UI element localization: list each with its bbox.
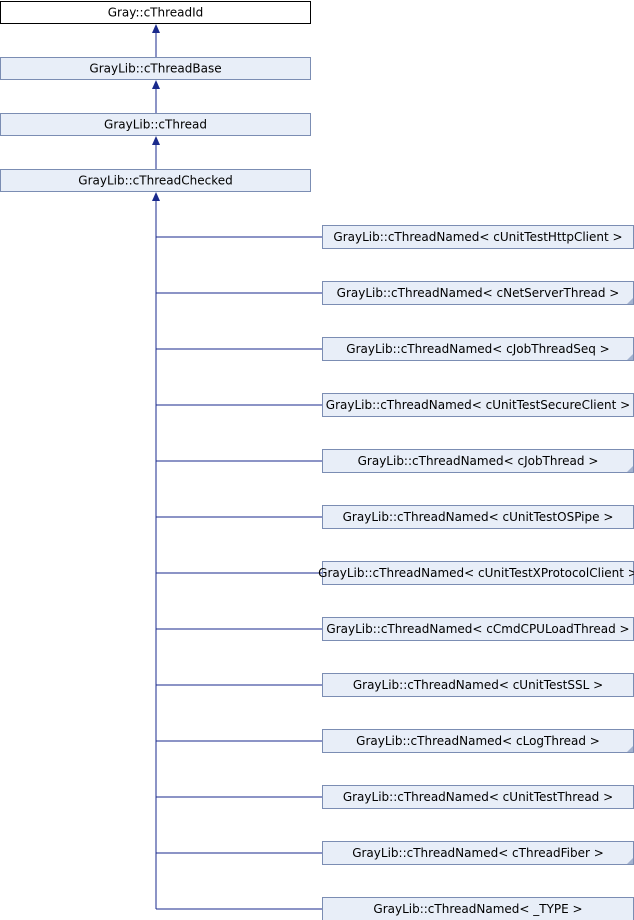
derived-class-node[interactable]: GrayLib::cThreadNamed< cNetServerThread … <box>322 281 634 305</box>
class-label: GrayLib::cThreadChecked <box>78 174 232 188</box>
class-box <box>0 1 311 24</box>
class-node-cthreadbase[interactable]: GrayLib::cThreadBase <box>0 57 311 80</box>
class-label: GrayLib::cThreadNamed< cJobThreadSeq > <box>346 342 609 356</box>
fold-marker-icon <box>627 354 633 360</box>
derived-class-node[interactable]: GrayLib::cThreadNamed< cUnitTestXProtoco… <box>318 561 634 585</box>
class-label: GrayLib::cThreadNamed< _TYPE > <box>373 902 582 916</box>
inheritance-arrow-icon <box>152 136 160 145</box>
derived-class-node[interactable]: GrayLib::cThreadNamed< cUnitTestOSPipe > <box>322 505 634 529</box>
derived-class-node[interactable]: GrayLib::cThreadNamed< cJobThread > <box>322 449 634 473</box>
derived-class-node[interactable]: GrayLib::cThreadNamed< cJobThreadSeq > <box>322 337 634 361</box>
class-label: GrayLib::cThreadNamed< cLogThread > <box>356 734 600 748</box>
class-node-cthreadid[interactable]: Gray::cThreadId <box>0 1 311 24</box>
inheritance-arrow-icon <box>152 192 160 201</box>
fold-marker-icon <box>627 298 633 304</box>
class-label: GrayLib::cThreadNamed< cUnitTestXProtoco… <box>318 566 634 580</box>
class-label: GrayLib::cThreadNamed< cCmdCPULoadThread… <box>326 622 629 636</box>
class-label: GrayLib::cThreadNamed< cJobThread > <box>358 454 599 468</box>
class-label: GrayLib::cThreadNamed< cThreadFiber > <box>352 846 604 860</box>
class-label: GrayLib::cThreadNamed< cNetServerThread … <box>337 286 620 300</box>
derived-class-node[interactable]: GrayLib::cThreadNamed< _TYPE > <box>322 897 634 920</box>
class-label: GrayLib::cThreadNamed< cUnitTestSecureCl… <box>326 398 630 412</box>
derived-class-node[interactable]: GrayLib::cThreadNamed< cUnitTestHttpClie… <box>322 225 634 249</box>
derived-class-node[interactable]: GrayLib::cThreadNamed< cUnitTestThread > <box>322 785 634 809</box>
fold-marker-icon <box>627 746 633 752</box>
inheritance-edges <box>152 24 322 910</box>
derived-class-node[interactable]: GrayLib::cThreadNamed< cUnitTestSecureCl… <box>322 393 634 417</box>
class-label: GrayLib::cThreadNamed< cUnitTestSSL > <box>353 678 603 692</box>
class-label: Gray::cThreadId <box>108 6 204 20</box>
class-label: GrayLib::cThreadBase <box>89 62 221 76</box>
class-box <box>0 113 311 136</box>
derived-class-node[interactable]: GrayLib::cThreadNamed< cThreadFiber > <box>322 841 634 865</box>
class-box <box>0 57 311 80</box>
inheritance-arrow-icon <box>152 24 160 33</box>
inheritance-arrow-icon <box>152 80 160 89</box>
class-node-cthread[interactable]: GrayLib::cThread <box>0 113 311 136</box>
class-label: GrayLib::cThreadNamed< cUnitTestOSPipe > <box>343 510 614 524</box>
class-label: GrayLib::cThreadNamed< cUnitTestThread > <box>343 790 613 804</box>
class-box <box>0 169 311 192</box>
class-label: GrayLib::cThreadNamed< cUnitTestHttpClie… <box>333 230 622 244</box>
derived-class-node[interactable]: GrayLib::cThreadNamed< cCmdCPULoadThread… <box>322 617 634 641</box>
derived-class-node[interactable]: GrayLib::cThreadNamed< cUnitTestSSL > <box>322 673 634 697</box>
class-node-cthreadchecked[interactable]: GrayLib::cThreadChecked <box>0 169 311 192</box>
fold-marker-icon <box>627 466 633 472</box>
derived-class-node[interactable]: GrayLib::cThreadNamed< cLogThread > <box>322 729 634 753</box>
fold-marker-icon <box>627 858 633 864</box>
class-label: GrayLib::cThread <box>104 118 207 132</box>
